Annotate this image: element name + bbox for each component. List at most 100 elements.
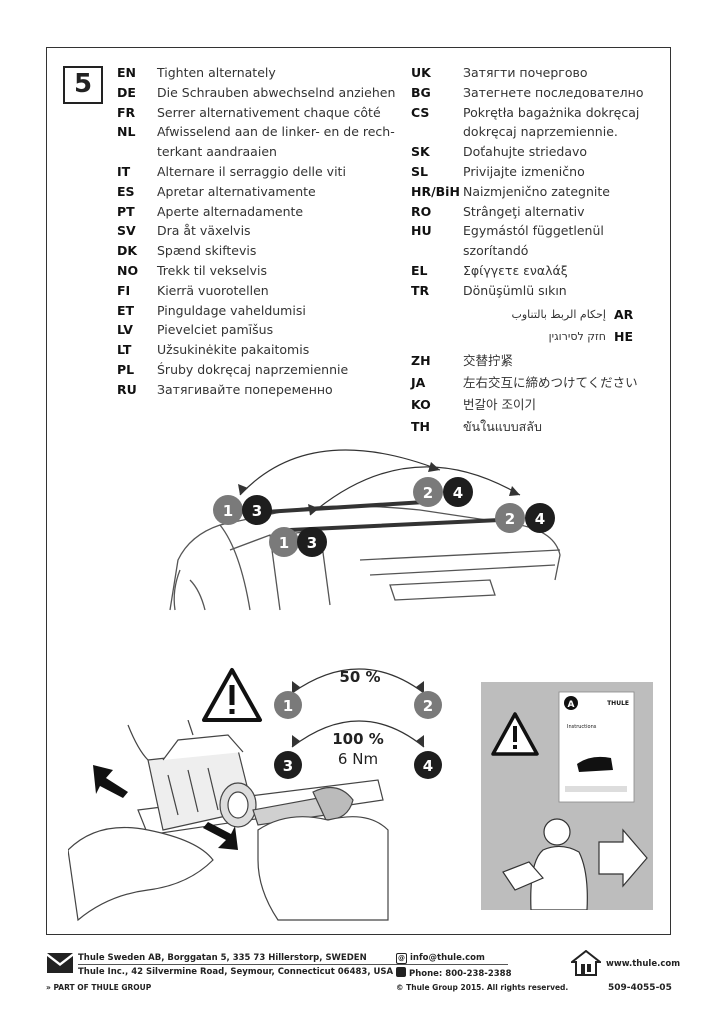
- language-text: Die Schrauben abwechselnd anziehen: [157, 84, 396, 100]
- page-frame: [46, 47, 671, 935]
- language-code: AR: [614, 306, 634, 322]
- chevron-right-icon: »: [46, 983, 51, 992]
- footer-address-sweden: Thule Sweden AB, Borggatan 5, 335 73 Hil…: [78, 953, 367, 963]
- language-code: NL: [117, 124, 136, 140]
- language-text: Śruby dokręcaj naprzemiennie: [157, 361, 349, 377]
- car-badge-3b: 3: [307, 534, 317, 552]
- torque-step1-percent: 50 %: [339, 668, 380, 686]
- language-code: [117, 142, 157, 162]
- language-row: PT Aperte alternadamente: [117, 202, 407, 222]
- language-code: KO: [411, 396, 431, 412]
- language-text: Užsukinėkite pakaitomis: [157, 342, 310, 358]
- language-text: Pievelciet pamīšus: [157, 322, 274, 338]
- manual-brand: THULE: [607, 700, 629, 707]
- language-row: SK Doťahujte striedavo: [411, 142, 666, 162]
- phone-icon: [396, 967, 406, 977]
- torque-value: 6 Nm: [338, 750, 378, 768]
- language-text: Doťahujte striedavo: [463, 144, 588, 160]
- read-instructions-panel: A THULE Instructions: [481, 682, 653, 910]
- language-code: FI: [117, 282, 131, 298]
- language-text: Privijajte izmenično: [463, 163, 585, 179]
- language-text: Aperte alternadamente: [157, 203, 304, 219]
- language-row: IT Alternare il serraggio delle viti: [117, 162, 407, 182]
- car-badge-2: 2: [423, 484, 433, 502]
- language-row: EN Tighten alternately: [117, 63, 407, 83]
- language-text: 交替拧紧: [463, 352, 514, 368]
- language-text: Kierrä vuorotellen: [157, 282, 269, 298]
- torque-badge-3: 3: [283, 757, 293, 775]
- language-text: Затягивайте попеременно: [157, 381, 333, 397]
- language-row: FI Kierrä vuorotellen: [117, 281, 407, 301]
- manual-letter: A: [568, 700, 575, 710]
- language-code: BG: [411, 84, 431, 100]
- footer-copyright: © Thule Group 2015. All rights reserved.: [396, 983, 569, 992]
- language-code: SK: [411, 144, 430, 160]
- language-text: Afwisselend aan de linker- en de rech-: [157, 124, 395, 140]
- language-row: BG Затегнете последователно: [411, 83, 666, 103]
- language-code: EN: [117, 65, 137, 80]
- language-code: HR/BiH: [411, 183, 460, 199]
- footer-group: » PART OF THULE GROUP: [46, 983, 152, 992]
- language-row: SL Privijajte izmenično: [411, 162, 666, 182]
- language-text: Egymástól függetlenül szorítandó: [463, 223, 604, 259]
- language-text: Strângeţi alternativ: [463, 203, 585, 219]
- language-text: 번갈아 조이기: [463, 396, 536, 412]
- language-code: ES: [117, 183, 135, 199]
- language-code: EL: [411, 262, 428, 278]
- language-text: 左右交互に締めつけてください: [463, 374, 638, 390]
- language-text: Pokrętła bagażnika dokręcaj: [463, 104, 640, 120]
- footer-website: www.thule.com: [606, 959, 681, 969]
- language-code: PT: [117, 203, 135, 219]
- language-text: Alternare il serraggio delle viti: [157, 163, 346, 179]
- language-row: LT Užsukinėkite pakaitomis: [117, 340, 407, 360]
- language-code: HE: [614, 328, 634, 344]
- warning-icon: [202, 668, 262, 722]
- car-roof-diagram: 1 3 1 3 2 4 2 4: [169, 449, 561, 611]
- language-row: KO 번갈아 조이기: [411, 394, 666, 416]
- language-row: DK Spænd skiftevis: [117, 241, 407, 261]
- language-text: Затегнете последователно: [463, 84, 644, 100]
- manual-title: Instructions: [567, 724, 597, 730]
- language-text: Naizmjenično zategnite: [463, 183, 610, 199]
- language-code: IT: [117, 163, 131, 179]
- language-code: ET: [117, 302, 135, 318]
- language-code: UK: [411, 65, 431, 80]
- car-badge-1: 1: [223, 502, 233, 520]
- mail-icon: [47, 953, 73, 973]
- language-code: PL: [117, 361, 135, 377]
- language-text: Spænd skiftevis: [157, 243, 257, 259]
- language-code: SL: [411, 163, 428, 179]
- language-code: LT: [117, 342, 132, 358]
- torque-step2-percent: 100 %: [332, 730, 384, 748]
- torque-badge-4: 4: [423, 757, 433, 775]
- language-text: Tighten alternately: [157, 65, 276, 80]
- footer-address-usa: Thule Inc., 42 Silvermine Road, Seymour,…: [78, 967, 394, 977]
- language-text: Trekk til vekselvis: [157, 262, 268, 278]
- language-code: DK: [117, 243, 138, 259]
- car-badge-4b: 4: [535, 510, 545, 528]
- language-text: dokręcaj naprzemiennie.: [463, 124, 618, 140]
- language-row: terkant aandraaien: [117, 142, 407, 162]
- home-icon: [571, 950, 601, 976]
- language-code: FR: [117, 104, 136, 120]
- language-text: Dra åt växelvis: [157, 223, 251, 239]
- torque-badge-2: 2: [423, 697, 433, 715]
- footer-email: @info@thule.com: [396, 953, 485, 964]
- torque-sequence-diagram: 1 2 3 4 50 % 100 % 6 Nm: [202, 668, 442, 779]
